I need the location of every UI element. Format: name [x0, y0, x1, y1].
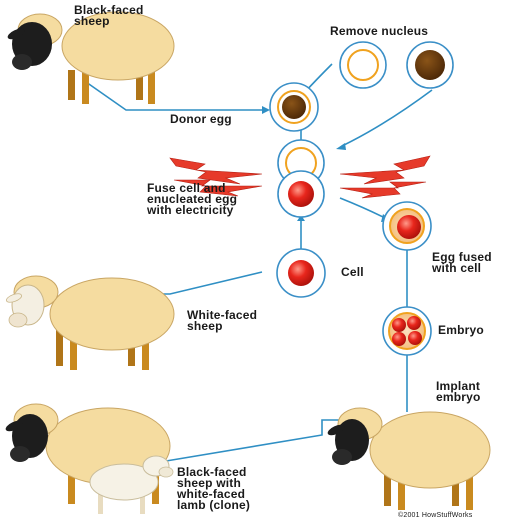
egg-fused-with-cell: [382, 201, 432, 251]
line-implant-to-clone: [99, 419, 340, 473]
nucleus-removed: [406, 41, 454, 89]
white-faced-sheep-illustration: [5, 275, 175, 370]
surrogate-sheep-illustration: [327, 407, 491, 510]
label-white-faced-sheep: White-faced sheep: [187, 308, 258, 333]
arrow-fuse-to-fused: [339, 197, 386, 219]
label-fuse-cell: Fuse cell and enucleated egg with electr…: [147, 181, 238, 217]
black-faced-sheep-with-lamb-illustration: [5, 403, 174, 514]
label-implant-embryo: Implant embryo: [436, 379, 481, 404]
label-black-faced-sheep: Black-faced sheep: [74, 3, 144, 28]
body-cell: [276, 248, 326, 298]
label-cell: Cell: [341, 265, 364, 279]
label-egg-fused: Egg fused with cell: [432, 250, 492, 275]
label-remove-nucleus: Remove nucleus: [330, 24, 429, 38]
label-embryo: Embryo: [438, 323, 484, 337]
arrow-sheep-to-donor-egg: [85, 81, 262, 111]
arrow-nucleus-to-fuse: [341, 89, 433, 147]
enucleated-egg-top: [339, 41, 387, 89]
connector-lines: [85, 63, 433, 473]
label-donor-egg: Donor egg: [170, 112, 232, 126]
copyright-notice: ©2001 HowStuffWorks: [398, 512, 473, 519]
black-faced-sheep-illustration: [7, 11, 175, 104]
fusion-sparks: [169, 155, 431, 199]
fuse-body-cell: [277, 170, 325, 218]
embryo-cell: [382, 306, 432, 356]
label-clone-pair: Black-faced sheep with white-faced lamb …: [177, 465, 251, 512]
donor-egg-cell: [269, 82, 319, 132]
